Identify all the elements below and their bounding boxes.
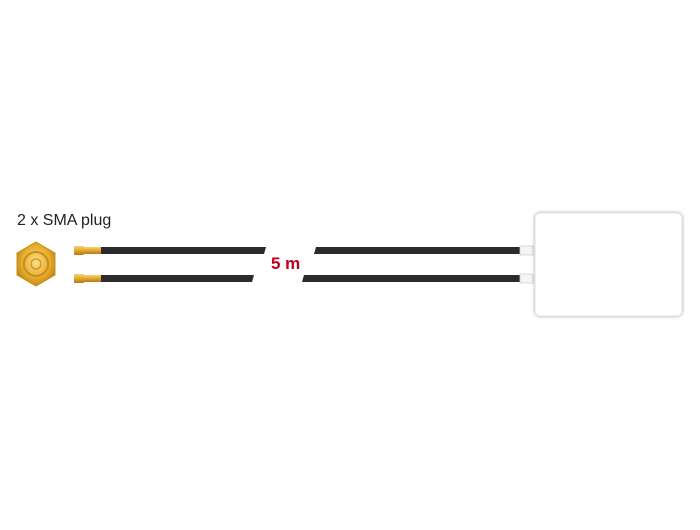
- cable-sleeves: [519, 245, 534, 284]
- sma-nut-icon: [16, 241, 56, 287]
- connector-label: 2 x SMA plug: [17, 212, 112, 229]
- antenna-housing: [534, 212, 683, 317]
- cable-top: [101, 247, 521, 254]
- sma-plug-top: [74, 246, 101, 255]
- sma-plug-bottom: [74, 274, 101, 283]
- cable-length-label: 5 m: [271, 254, 301, 273]
- cable-bottom: [101, 275, 521, 282]
